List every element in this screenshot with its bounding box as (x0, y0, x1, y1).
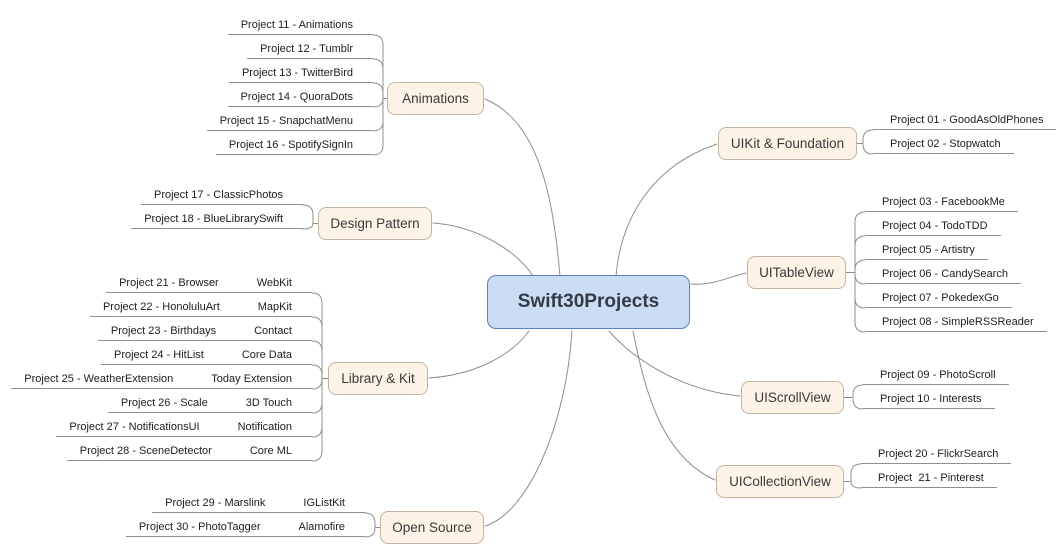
leaf-kit-tag: Core Data (241, 349, 292, 361)
leaf-node-project-13[interactable]: Project 13 - TwitterBird (228, 61, 373, 83)
leaf-node-project-02[interactable]: Project 02 - Stopwatch (873, 132, 1014, 154)
leaf-label: Project 28 - SceneDetector (79, 445, 212, 457)
leaf-node-project-24[interactable]: Project 24 - HitList Core Data (100, 343, 312, 365)
branch-node-uicollectionview[interactable]: UICollectionView (716, 465, 844, 498)
leaf-node-project-03[interactable]: Project 03 - FacebookMe (865, 190, 1018, 212)
leaf-kit-tag: Contact (254, 325, 292, 337)
leaf-node-project-06[interactable]: Project 06 - CandySearch (865, 262, 1021, 284)
branch-label: UICollectionView (729, 474, 831, 489)
leaf-kit-tag: WebKit (256, 277, 292, 289)
leaf-node-project-27[interactable]: Project 27 - NotificationsUI Notification (56, 415, 312, 437)
leaf-node-project-10[interactable]: Project 10 - Interests (863, 387, 995, 409)
leaf-label: Project 17 - ClassicPhotos (154, 189, 283, 201)
leaf-node-project-01[interactable]: Project 01 - GoodAsOldPhones (873, 108, 1057, 130)
branch-label: UIKit & Foundation (730, 136, 845, 151)
leaf-label: Project 29 - Marslink (165, 497, 266, 509)
central-topic-node[interactable]: Swift30Projects (487, 275, 690, 329)
leaf-label: Project 09 - PhotoScroll (880, 369, 996, 381)
branch-node-library-kit[interactable]: Library & Kit (328, 362, 428, 395)
leaf-node-project-08[interactable]: Project 08 - SimpleRSSReader (865, 310, 1047, 332)
leaf-label: Project 21 - Pinterest (878, 472, 984, 484)
leaf-label: Project 18 - BlueLibrarySwift (144, 213, 283, 225)
branch-label: UITableView (759, 265, 834, 280)
leaf-label: Project 23 - Birthdays (110, 325, 217, 337)
leaf-label: Project 07 - PokedexGo (882, 292, 999, 304)
leaf-kit-tag: Alamofire (298, 521, 345, 533)
leaf-kit-tag: Core ML (249, 445, 292, 457)
leaf-node-project-09[interactable]: Project 09 - PhotoScroll (863, 363, 1009, 385)
leaf-node-project-12[interactable]: Project 12 - Tumblr (247, 37, 373, 59)
leaf-kit-tag: Today Extension (211, 373, 292, 385)
branch-label: UIScrollView (754, 390, 831, 405)
branch-label: Design Pattern (330, 216, 420, 231)
leaf-kit-tag: MapKit (257, 301, 292, 313)
leaf-node-project-14[interactable]: Project 14 - QuoraDots (227, 85, 373, 107)
leaf-label: Project 14 - QuoraDots (240, 91, 354, 103)
leaf-node-project-23[interactable]: Project 23 - Birthdays Contact (97, 319, 312, 341)
leaf-label: Project 01 - GoodAsOldPhones (890, 114, 1044, 126)
leaf-label: Project 03 - FacebookMe (882, 196, 1005, 208)
leaf-node-project-11[interactable]: Project 11 - Animations (227, 13, 373, 35)
leaf-node-project-05[interactable]: Project 05 - Artistry (865, 238, 988, 260)
leaf-label: Project 11 - Animations (240, 19, 353, 31)
branch-label: Animations (402, 91, 469, 106)
branch-node-design-pattern[interactable]: Design Pattern (318, 207, 432, 240)
leaf-label: Project 08 - SimpleRSSReader (882, 316, 1034, 328)
leaf-label: Project 12 - Tumblr (260, 43, 353, 55)
branch-node-animations[interactable]: Animations (387, 82, 484, 115)
branch-label: Open Source (392, 520, 472, 535)
branch-node-uitableview[interactable]: UITableView (747, 256, 846, 289)
branch-label: Library & Kit (341, 371, 415, 386)
leaf-label: Project 22 - HonoluluArt (102, 301, 220, 313)
leaf-node-project-22[interactable]: Project 22 - HonoluluArt MapKit (89, 295, 312, 317)
leaf-label: Project 27 - NotificationsUI (69, 421, 200, 433)
leaf-label: Project 04 - TodoTDD (882, 220, 988, 232)
central-topic-label: Swift30Projects (517, 291, 660, 312)
leaf-label: Project 25 - WeatherExtension (24, 373, 174, 385)
leaf-label: Project 26 - Scale (120, 397, 208, 409)
leaf-node-project-04[interactable]: Project 04 - TodoTDD (865, 214, 1001, 236)
branch-node-uikit-foundation[interactable]: UIKit & Foundation (718, 127, 857, 160)
leaf-node-project-18[interactable]: Project 18 - BlueLibrarySwift (131, 207, 303, 229)
leaf-node-project-07[interactable]: Project 07 - PokedexGo (865, 286, 1012, 308)
leaf-node-project-28[interactable]: Project 28 - SceneDetector Core ML (66, 439, 312, 461)
leaf-label: Project 21 - Browser (119, 277, 219, 289)
leaf-label: Project 20 - FlickrSearch (878, 448, 999, 460)
leaf-label: Project 30 - PhotoTagger (138, 521, 261, 533)
leaf-node-project-21[interactable]: Project 21 - Browser WebKit (106, 271, 312, 293)
leaf-label: Project 13 - TwitterBird (241, 67, 353, 79)
leaf-label: Project 16 - SpotifySignIn (228, 139, 353, 151)
leaf-node-project-30[interactable]: Project 30 - PhotoTagger Alamofire (125, 515, 365, 537)
leaf-kit-tag: Notification (237, 421, 292, 433)
leaf-node-project-16[interactable]: Project 16 - SpotifySignIn (215, 133, 373, 155)
leaf-node-project-15[interactable]: Project 15 - SnapchatMenu (206, 109, 373, 131)
branch-node-open-source[interactable]: Open Source (380, 511, 484, 544)
leaf-kit-tag: 3D Touch (245, 397, 292, 409)
leaf-label: Project 10 - Interests (880, 393, 982, 405)
leaf-label: Project 15 - SnapchatMenu (219, 115, 353, 127)
leaf-label: Project 06 - CandySearch (882, 268, 1008, 280)
leaf-label: Project 02 - Stopwatch (890, 138, 1001, 150)
leaf-node-project-17[interactable]: Project 17 - ClassicPhotos (141, 183, 303, 205)
leaf-node-project-26[interactable]: Project 26 - Scale 3D Touch (107, 391, 312, 413)
leaf-kit-tag: IGListKit (303, 497, 345, 509)
leaf-node-project-29[interactable]: Project 29 - Marslink IGListKit (152, 491, 365, 513)
leaf-label: Project 05 - Artistry (882, 244, 975, 256)
leaf-node-project-21[interactable]: Project 21 - Pinterest (861, 466, 997, 488)
branch-node-uiscrollview[interactable]: UIScrollView (741, 381, 844, 414)
leaf-label: Project 24 - HitList (113, 349, 204, 361)
leaf-node-project-20[interactable]: Project 20 - FlickrSearch (861, 442, 1012, 464)
leaf-node-project-25[interactable]: Project 25 - WeatherExtension Today Exten… (11, 367, 312, 389)
